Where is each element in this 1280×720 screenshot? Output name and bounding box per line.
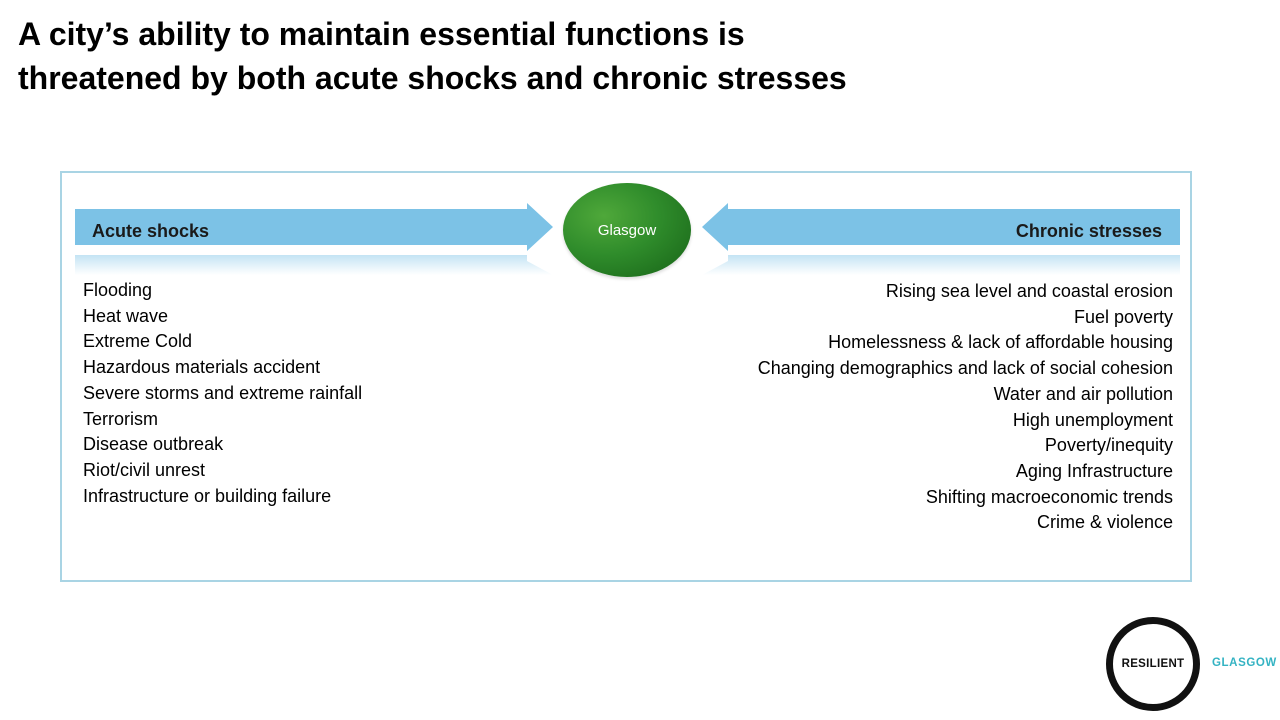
- list-item: Severe storms and extreme rainfall: [83, 382, 363, 403]
- center-city-circle: Glasgow: [563, 183, 691, 277]
- list-item: Fuel poverty: [1073, 306, 1173, 327]
- list-item: Disease outbreak: [83, 434, 224, 455]
- list-item: Heat wave: [83, 305, 169, 326]
- logo-ring-icon: [1106, 617, 1200, 711]
- acute-shocks-arrow: [75, 203, 555, 275]
- list-item: High unemployment: [1012, 409, 1173, 430]
- list-item: Water and air pollution: [993, 383, 1173, 404]
- logo-city: GLASGOW: [1212, 657, 1277, 669]
- list-item: Changing demographics and lack of social…: [757, 358, 1173, 379]
- chronic-stresses-arrow: [700, 203, 1180, 275]
- list-item: Aging Infrastructure: [1015, 460, 1173, 481]
- slide-title-line-2: threatened by both acute shocks and chro…: [18, 60, 847, 96]
- acute-shocks-label: Acute shocks: [92, 221, 210, 241]
- slide-title-line-1: A city’s ability to maintain essential f…: [18, 16, 745, 52]
- diagram-frame: [60, 171, 1192, 582]
- list-item: Shifting macroeconomic trends: [925, 486, 1173, 507]
- list-item: Extreme Cold: [83, 331, 193, 352]
- chronic-stresses-list: Rising sea level and coastal erosion Fue…: [758, 279, 1173, 536]
- list-item: Terrorism: [83, 408, 158, 429]
- list-item: Flooding: [83, 280, 153, 300]
- logo-word: RESILIENT: [1121, 658, 1185, 670]
- list-item: Rising sea level and coastal erosion: [885, 281, 1173, 301]
- slide-title: A city’s ability to maintain essential f…: [18, 12, 1218, 100]
- list-item: Poverty/inequity: [1044, 435, 1173, 456]
- list-item: Infrastructure or building failure: [83, 485, 332, 506]
- list-item: Hazardous materials accident: [83, 357, 321, 378]
- resilient-logo: RESILIENT: [1106, 617, 1200, 711]
- list-item: Riot/civil unrest: [83, 459, 206, 480]
- chronic-stresses-label: Chronic stresses: [1015, 221, 1162, 241]
- center-city-label: Glasgow: [597, 221, 657, 239]
- list-item: Crime & violence: [1036, 512, 1173, 533]
- list-item: Homelessness & lack of affordable housin…: [828, 332, 1173, 353]
- acute-shocks-list: Flooding Heat wave Extreme Cold Hazardou…: [83, 278, 362, 509]
